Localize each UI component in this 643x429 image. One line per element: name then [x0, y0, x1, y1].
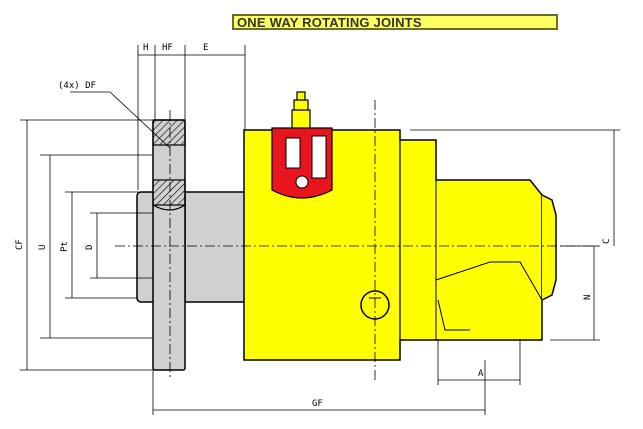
- label-a: A: [478, 369, 484, 379]
- brand-tag-icon: [271, 127, 333, 199]
- dimension-lines: [20, 45, 620, 415]
- label-h: H: [143, 43, 148, 53]
- label-n: N: [583, 295, 593, 300]
- label-gf: GF: [312, 399, 323, 409]
- grease-nipple-icon: [291, 91, 311, 131]
- label-pt: Pt: [60, 241, 70, 252]
- center-lines: [115, 100, 600, 380]
- label-c: C: [602, 239, 612, 244]
- label-hf: HF: [162, 43, 173, 53]
- label-e: E: [203, 43, 208, 53]
- label-cf: CF: [15, 239, 25, 250]
- flange: [152, 119, 186, 371]
- label-df: (4x) DF: [58, 81, 96, 91]
- drawing-title: ONE WAY ROTATING JOINTS: [232, 14, 558, 30]
- label-u: U: [38, 245, 48, 250]
- label-d: D: [85, 245, 95, 250]
